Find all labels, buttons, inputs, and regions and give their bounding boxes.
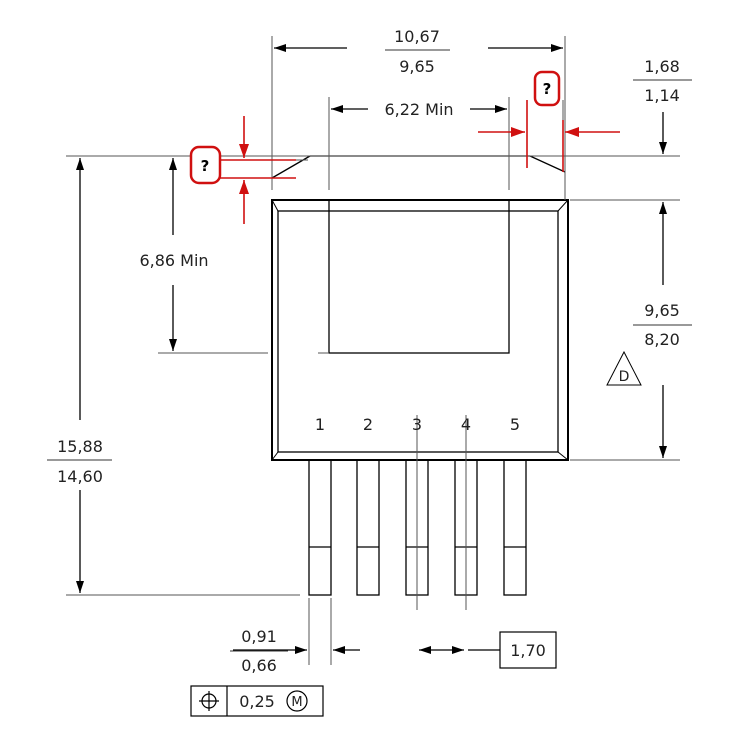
fraction-bars: [47, 49, 692, 652]
mmc-modifier-letter: M: [291, 695, 302, 710]
pin-number: 5: [510, 415, 520, 434]
pitch-basic-box: 1,70: [499, 631, 557, 669]
tolerance-value: 0,25: [239, 692, 275, 711]
query-marker[interactable]: ?: [189, 145, 222, 185]
dim-top-offset-max: 1,68: [644, 57, 680, 76]
dim-tab-height-min: 6,86 Min: [139, 251, 208, 270]
query-marker-text: ?: [543, 80, 552, 98]
dim-body-height-min: 8,20: [644, 330, 680, 349]
extension-lines: [66, 36, 680, 665]
datum-note-letter: D: [619, 369, 630, 385]
mmc-modifier-circle: [286, 690, 308, 712]
annotation-arrows: [218, 100, 620, 224]
dim-tab-width-min: 6,22 Min: [384, 100, 453, 119]
dim-lead-width-max: 0,91: [241, 627, 277, 646]
dimension-lines: [76, 44, 667, 654]
dim-overall-height-max: 15,88: [57, 437, 103, 456]
position-symbol-icon: [199, 691, 219, 711]
tab-outline: [271, 155, 566, 354]
dim-top-offset-min: 1,14: [644, 86, 680, 105]
pin-number: 2: [363, 415, 373, 434]
dim-body-width-min: 9,65: [399, 57, 435, 76]
query-marker-text: ?: [201, 157, 210, 175]
dim-body-height-max: 9,65: [644, 301, 680, 320]
datum-note-triangle: D: [606, 350, 642, 386]
query-marker[interactable]: ?: [533, 70, 561, 107]
dim-lead-width-min: 0,66: [241, 656, 277, 675]
pin-number: 3: [412, 415, 422, 434]
dim-overall-height-min: 14,60: [57, 467, 103, 486]
dim-pitch: 1,70: [510, 641, 546, 660]
pin-number: 1: [315, 415, 325, 434]
position-tolerance-frame: 0,25 M: [190, 685, 324, 717]
pin-number: 4: [461, 415, 471, 434]
dim-body-width-max: 10,67: [394, 27, 440, 46]
